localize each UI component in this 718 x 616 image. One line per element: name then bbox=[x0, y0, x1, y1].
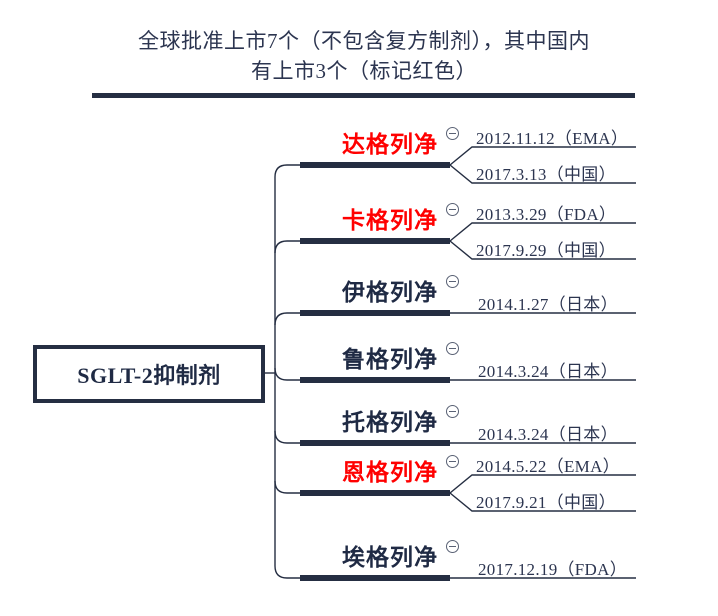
title-line-1: 全球批准上市7个（不包含复方制剂），其中国内 bbox=[138, 29, 590, 53]
sub-item-1-2[interactable]: 2017.3.13（中国） bbox=[476, 165, 616, 184]
sub-item-2-1[interactable]: 2013.3.29（FDA） bbox=[476, 205, 617, 224]
collapse-toggle-icon-4[interactable] bbox=[446, 342, 459, 355]
sub-item-6-1[interactable]: 2014.5.22（EMA） bbox=[476, 457, 620, 476]
branch-label-4[interactable]: 鲁格列净 bbox=[342, 347, 438, 372]
title-divider bbox=[92, 93, 635, 98]
root-node-label: SGLT-2抑制剂 bbox=[77, 363, 221, 388]
collapse-toggle-icon-6[interactable] bbox=[446, 455, 459, 468]
branch-label-1[interactable]: 达格列净 bbox=[342, 132, 438, 157]
collapse-toggle-icon-7[interactable] bbox=[446, 540, 459, 553]
sub-item-1-1[interactable]: 2012.11.12（EMA） bbox=[476, 129, 629, 148]
root-node[interactable]: SGLT-2抑制剂 bbox=[33, 345, 265, 403]
sub-item-3-1[interactable]: 2014.1.27（日本） bbox=[478, 295, 618, 314]
sub-item-6-2[interactable]: 2017.9.21（中国） bbox=[476, 493, 616, 512]
collapse-toggle-icon-3[interactable] bbox=[446, 275, 459, 288]
sub-item-2-2[interactable]: 2017.9.29（中国） bbox=[476, 241, 616, 260]
sub-item-5-1[interactable]: 2014.3.24（日本） bbox=[478, 425, 618, 444]
sub-item-7-1[interactable]: 2017.12.19（FDA） bbox=[478, 560, 628, 579]
title-line-2: 有上市3个（标记红色） bbox=[251, 59, 477, 83]
branch-label-6[interactable]: 恩格列净 bbox=[342, 460, 438, 485]
branch-label-5[interactable]: 托格列净 bbox=[342, 410, 438, 435]
branch-label-2[interactable]: 卡格列净 bbox=[342, 208, 438, 233]
page-title: 全球批准上市7个（不包含复方制剂），其中国内 有上市3个（标记红色） bbox=[92, 26, 636, 86]
collapse-toggle-icon-1[interactable] bbox=[446, 127, 459, 140]
branch-label-3[interactable]: 伊格列净 bbox=[342, 280, 438, 305]
sub-item-4-1[interactable]: 2014.3.24（日本） bbox=[478, 362, 618, 381]
collapse-toggle-icon-5[interactable] bbox=[446, 405, 459, 418]
branch-label-7[interactable]: 埃格列净 bbox=[342, 545, 438, 570]
collapse-toggle-icon-2[interactable] bbox=[446, 203, 459, 216]
